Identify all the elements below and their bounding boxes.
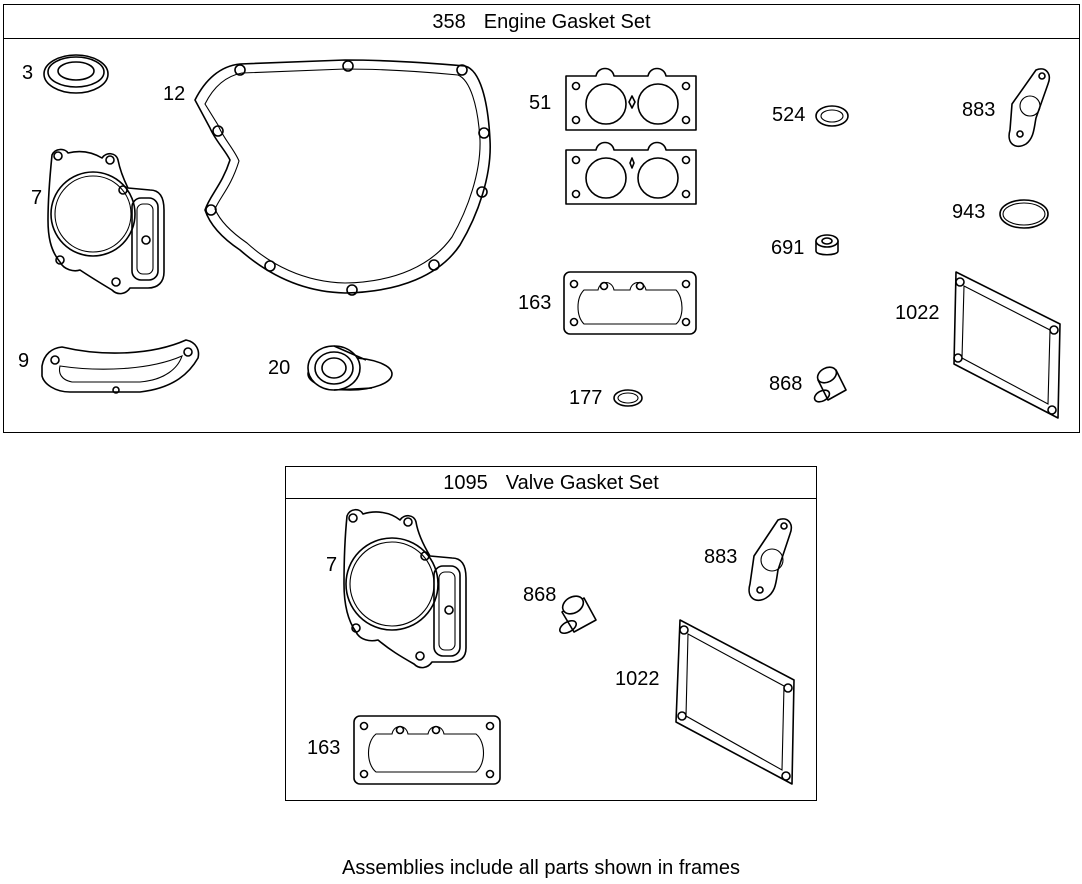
valve-gasket-set-title: 1095 Valve Gasket Set	[286, 467, 816, 499]
valve-gasket-set-name: Valve Gasket Set	[505, 472, 659, 494]
valve-part-163-gasket-drawing	[353, 715, 501, 785]
label-part-163: 163	[518, 292, 552, 314]
part-1022-gasket-drawing	[953, 271, 1061, 419]
label-part-524: 524	[772, 104, 806, 126]
label-part-12: 12	[163, 83, 186, 105]
valve-gasket-set-frame: 1095 Valve Gasket Set	[285, 466, 817, 801]
valve-part-7-head-gasket-drawing	[343, 508, 467, 669]
label-part-883: 883	[962, 99, 996, 121]
label-part-177: 177	[569, 387, 603, 409]
valve-part-1022-gasket-drawing	[675, 619, 795, 785]
part-177-o-ring-drawing	[613, 389, 643, 407]
label-part-691: 691	[771, 237, 805, 259]
part-524-o-ring-drawing	[815, 105, 849, 127]
valve-part-883-gasket-drawing	[748, 518, 793, 602]
part-9-curved-gasket-drawing	[41, 339, 200, 394]
part-943-o-ring-drawing	[999, 199, 1049, 229]
label-part-943: 943	[952, 201, 986, 223]
engine-gasket-set-number: 358	[432, 11, 466, 33]
valve-label-part-883: 883	[704, 546, 738, 568]
part-883-gasket-drawing	[1008, 68, 1051, 148]
label-part-1022: 1022	[895, 302, 940, 324]
part-3-washer-drawing	[43, 54, 109, 94]
part-7-head-gasket-drawing	[47, 148, 165, 295]
engine-gasket-set-frame: 358 Engine Gasket Set	[3, 4, 1080, 433]
part-868-seal-drawing	[813, 366, 847, 403]
valve-part-868-seal-drawing	[559, 595, 597, 635]
label-part-868: 868	[769, 373, 803, 395]
valve-gasket-set-number: 1095	[443, 472, 488, 494]
engine-gasket-set-name: Engine Gasket Set	[483, 11, 651, 33]
part-51-manifold-gaskets-drawing	[565, 67, 697, 205]
part-163-gasket-drawing	[563, 271, 697, 335]
valve-label-part-1022: 1022	[615, 668, 660, 690]
label-part-7: 7	[31, 187, 43, 209]
engine-gasket-set-title: 358 Engine Gasket Set	[4, 5, 1079, 39]
label-part-3: 3	[22, 62, 34, 84]
valve-label-part-868: 868	[523, 584, 557, 606]
valve-label-part-163: 163	[307, 737, 341, 759]
part-12-crankcase-gasket-drawing	[194, 59, 491, 296]
label-part-9: 9	[18, 350, 30, 372]
assemblies-note: Assemblies include all parts shown in fr…	[342, 857, 740, 879]
label-part-51: 51	[529, 92, 552, 114]
label-part-20: 20	[268, 357, 291, 379]
part-691-nut-drawing	[815, 234, 839, 256]
part-20-oil-seal-drawing	[307, 345, 393, 391]
valve-label-part-7: 7	[326, 554, 338, 576]
